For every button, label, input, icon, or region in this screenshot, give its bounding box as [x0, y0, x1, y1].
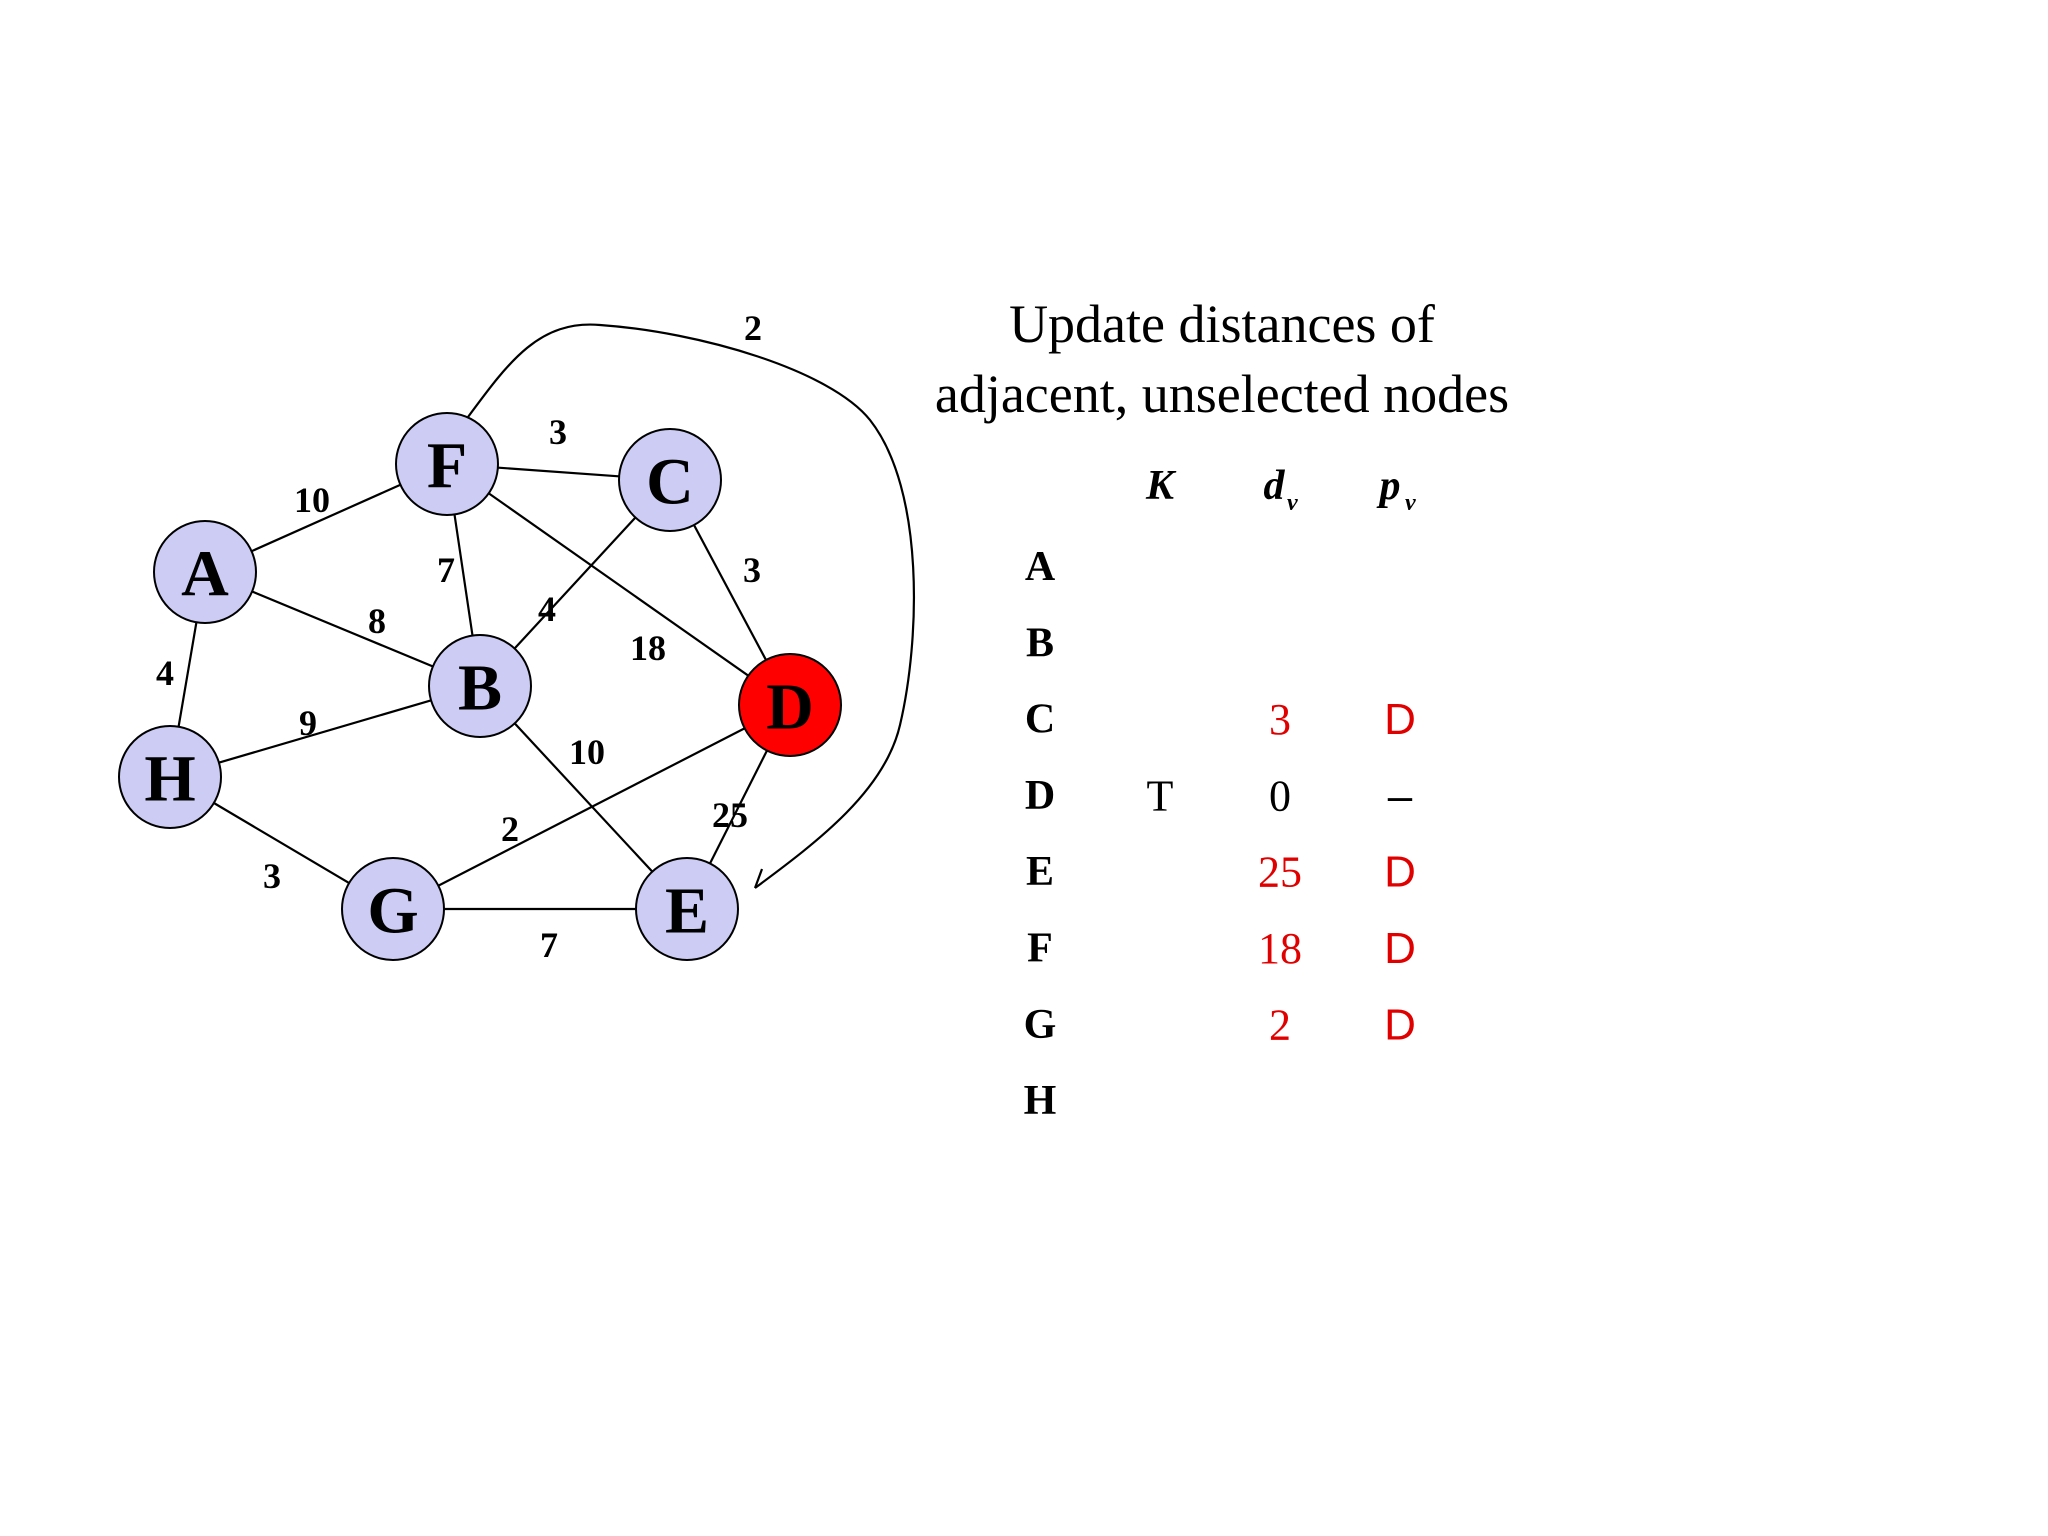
edge-f-d-weight: 18: [630, 628, 666, 668]
row-f-distance: 18: [1258, 924, 1302, 973]
node-g-label: G: [367, 875, 418, 948]
node-a-label: A: [181, 538, 229, 611]
node-a-circle: [153, 520, 257, 624]
node-b: B: [428, 634, 532, 738]
row-e-node: E: [1026, 849, 1054, 895]
graph-nodes: A B C D E F G H: [118, 412, 842, 961]
table-row-a: A: [1025, 544, 1056, 590]
edge-h-g-weight: 3: [263, 856, 281, 896]
node-a: A: [153, 520, 257, 624]
row-c-distance: 3: [1269, 695, 1291, 744]
edge-f-d: [446, 463, 791, 706]
edge-b-h-weight: 9: [299, 703, 317, 743]
row-c-node: C: [1025, 697, 1055, 743]
table-row-d: D T 0 –: [1025, 771, 1413, 820]
edge-d-g: [392, 704, 791, 910]
node-f: F: [395, 412, 499, 516]
node-d: D: [738, 653, 842, 757]
column-header-d-subscript: v: [1287, 490, 1298, 516]
edge-f-c-weight: 3: [549, 412, 567, 452]
column-header-d: d: [1264, 463, 1286, 509]
row-g-node: G: [1024, 1002, 1057, 1048]
row-d-k: T: [1147, 771, 1174, 820]
edge-c-b-weight: 4: [538, 589, 556, 629]
node-d-label: D: [766, 671, 814, 744]
slide-title-line-1: Update distances of: [1009, 294, 1435, 354]
node-e: E: [635, 857, 739, 961]
node-d-circle: [738, 653, 842, 757]
column-header-p: p: [1377, 463, 1401, 509]
table-row-g: G 2 D: [1024, 1000, 1416, 1049]
node-h-label: H: [144, 743, 195, 816]
node-g-circle: [341, 857, 445, 961]
table-row-c: C 3 D: [1025, 695, 1416, 744]
edge-b-e-weight: 10: [569, 732, 605, 772]
row-c-predecessor: D: [1384, 695, 1416, 744]
table-row-b: B: [1026, 620, 1054, 666]
graph-edge-weights: 10 8 4 3 7 18 2 4 3 9 10 2 25 3 7: [156, 308, 762, 965]
row-b-node: B: [1026, 620, 1054, 666]
node-g: G: [341, 857, 445, 961]
column-header-p-subscript: v: [1405, 490, 1416, 516]
edge-f-e-weight: 2: [744, 308, 762, 348]
node-b-label: B: [458, 652, 502, 725]
edge-d-g-weight: 2: [501, 809, 519, 849]
edge-f-e: [467, 323, 916, 889]
table-row-f: F 18 D: [1027, 924, 1416, 973]
row-h-node: H: [1024, 1078, 1057, 1124]
table-row-e: E 25 D: [1026, 848, 1416, 897]
node-b-circle: [428, 634, 532, 738]
row-e-distance: 25: [1258, 848, 1302, 897]
edge-f-e-tail: [753, 868, 764, 889]
row-d-node: D: [1025, 773, 1055, 819]
node-e-label: E: [665, 875, 709, 948]
row-g-predecessor: D: [1384, 1000, 1416, 1049]
edge-g-e-weight: 7: [540, 925, 558, 965]
edge-f-b-weight: 7: [437, 550, 455, 590]
edge-b-h: [169, 684, 481, 779]
node-f-label: F: [427, 430, 467, 503]
node-h: H: [118, 725, 222, 829]
edge-a-h-weight: 4: [156, 653, 174, 693]
edge-a-b-weight: 8: [368, 601, 386, 641]
row-g-distance: 2: [1269, 1000, 1291, 1049]
row-d-predecessor: –: [1388, 771, 1413, 820]
node-f-circle: [395, 412, 499, 516]
node-c-circle: [618, 428, 722, 532]
row-f-node: F: [1027, 926, 1053, 972]
edge-a-f-weight: 10: [294, 480, 330, 520]
node-c-label: C: [646, 446, 694, 519]
row-f-predecessor: D: [1384, 924, 1416, 973]
table-row-h: H: [1024, 1078, 1057, 1124]
node-e-circle: [635, 857, 739, 961]
column-header-k: K: [1145, 463, 1177, 509]
row-d-distance: 0: [1269, 771, 1291, 820]
slide-title-line-2: adjacent, unselected nodes: [935, 364, 1509, 424]
row-a-node: A: [1025, 544, 1056, 590]
edge-d-e-weight: 25: [712, 795, 748, 835]
edge-c-d-weight: 3: [743, 550, 761, 590]
node-h-circle: [118, 725, 222, 829]
row-e-predecessor: D: [1384, 848, 1416, 897]
node-c: C: [618, 428, 722, 532]
